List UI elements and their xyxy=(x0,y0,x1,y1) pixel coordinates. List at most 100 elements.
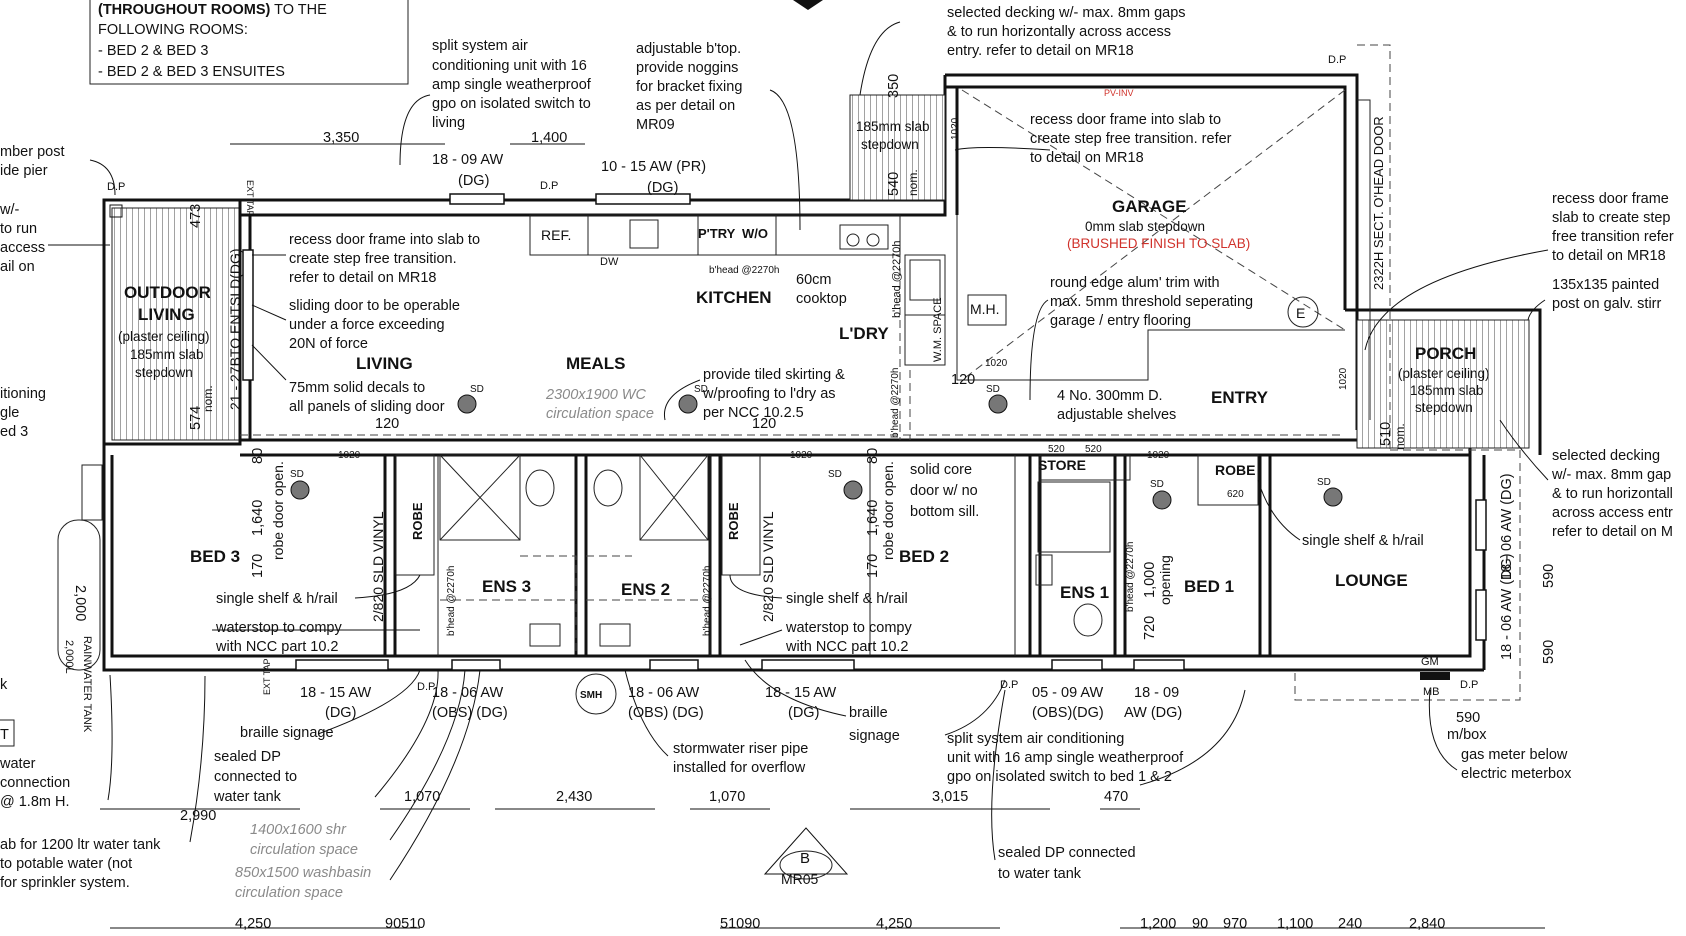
svg-text:unit with 16 amp single weathe: unit with 16 amp single weatherproof xyxy=(947,750,1184,766)
svg-text:itioning: itioning xyxy=(0,386,46,402)
window-top2: 10 - 15 AW (PR) xyxy=(601,159,706,175)
svg-text:850x1500 washbasin: 850x1500 washbasin xyxy=(235,865,371,881)
svg-text:473: 473 xyxy=(188,204,204,228)
svg-text:1020: 1020 xyxy=(790,450,813,461)
svg-text:SD: SD xyxy=(1150,479,1164,490)
room-lounge: LOUNGE xyxy=(1335,571,1408,590)
room-ens1: ENS 1 xyxy=(1060,583,1109,602)
svg-text:(plaster ceiling): (plaster ceiling) xyxy=(118,329,210,344)
smoke-detectors xyxy=(290,394,1343,510)
svg-text:nom.: nom. xyxy=(906,169,920,196)
svg-text:m/box: m/box xyxy=(1447,727,1487,743)
svg-text:per NCC 10.2.5: per NCC 10.2.5 xyxy=(703,405,804,421)
svg-text:20N of force: 20N of force xyxy=(289,336,368,352)
svg-text:robe door open.: robe door open. xyxy=(270,461,286,560)
svg-text:opening: opening xyxy=(1157,555,1173,605)
svg-text:cooktop: cooktop xyxy=(796,291,847,307)
svg-text:selected decking: selected decking xyxy=(1552,448,1660,464)
outdoor-deck xyxy=(111,207,241,441)
svg-text:create step free transition.: create step free transition. xyxy=(289,251,457,267)
svg-text:90510: 90510 xyxy=(385,916,425,932)
room-bed3: BED 3 xyxy=(190,547,240,566)
svg-text:170: 170 xyxy=(250,554,266,578)
svg-text:(THROUGHOUT ROOMS) TO THE: (THROUGHOUT ROOMS) TO THE xyxy=(98,2,327,18)
svg-text:to detail on MR18: to detail on MR18 xyxy=(1030,150,1144,166)
room-living: LIVING xyxy=(356,354,413,373)
svg-text:selected decking w/- max. 8mm: selected decking w/- max. 8mm gaps xyxy=(947,5,1186,21)
svg-text:access: access xyxy=(0,240,45,256)
svg-text:under a force exceeding: under a force exceeding xyxy=(289,317,445,333)
svg-text:& to run horizontall: & to run horizontall xyxy=(1552,486,1673,502)
svg-text:EXT TAP: EXT TAP xyxy=(245,180,255,217)
room-bed1: BED 1 xyxy=(1184,577,1234,596)
window-bot4: 18 - 15 AW xyxy=(765,685,837,701)
svg-text:b'head @2270h: b'head @2270h xyxy=(891,241,903,319)
svg-text:590: 590 xyxy=(1541,564,1557,588)
svg-text:split system air conditioning: split system air conditioning xyxy=(947,731,1124,747)
svg-text:single shelf & h/rail: single shelf & h/rail xyxy=(786,591,908,607)
svg-text:2,000: 2,000 xyxy=(72,585,88,621)
svg-text:D.P: D.P xyxy=(1460,679,1478,691)
svg-text:REF.: REF. xyxy=(541,227,571,243)
svg-text:for sprinkler system.: for sprinkler system. xyxy=(0,875,130,891)
svg-text:w/-: w/- xyxy=(0,202,20,218)
svg-text:@ 1.8m H.: @ 1.8m H. xyxy=(0,794,70,810)
nom-labels: nom. nom. nom. xyxy=(201,169,1407,450)
svg-text:refer to detail on MR18: refer to detail on MR18 xyxy=(289,270,437,286)
svg-text:2,430: 2,430 xyxy=(556,789,592,805)
right-edge-notes: recess door frame slab to create step fr… xyxy=(1551,191,1674,540)
svg-text:ROBE: ROBE xyxy=(410,502,425,540)
svg-text:garage / entry flooring: garage / entry flooring xyxy=(1050,313,1191,329)
svg-text:single shelf & h/rail: single shelf & h/rail xyxy=(1302,533,1424,549)
svg-text:ed 3: ed 3 xyxy=(0,424,28,440)
window-bot1: 18 - 15 AW xyxy=(300,685,372,701)
btop-note: adjustable b'top. provide noggins for br… xyxy=(636,41,742,133)
svg-text:create step free transition. r: create step free transition. refer xyxy=(1030,131,1232,147)
svg-text:& to run horizontally across a: & to run horizontally across access xyxy=(947,24,1171,40)
svg-text:185mm slab: 185mm slab xyxy=(1410,383,1484,398)
room-porch: PORCH xyxy=(1415,344,1476,363)
svg-text:D.P: D.P xyxy=(540,180,558,192)
svg-text:2,000L: 2,000L xyxy=(63,640,75,674)
svg-text:ide pier: ide pier xyxy=(0,163,48,179)
svg-text:1,000: 1,000 xyxy=(1142,562,1158,598)
svg-text:W/O: W/O xyxy=(742,226,768,241)
svg-text:D.P: D.P xyxy=(417,681,435,693)
svg-text:circulation space: circulation space xyxy=(235,885,343,901)
svg-text:signage: signage xyxy=(849,728,900,744)
svg-text:ail on: ail on xyxy=(0,259,35,275)
svg-text:b'head @2270h: b'head @2270h xyxy=(1125,542,1136,612)
svg-text:W.M. SPACE: W.M. SPACE xyxy=(932,297,944,362)
svg-text:STORE: STORE xyxy=(1038,457,1086,473)
svg-text:120: 120 xyxy=(752,416,776,432)
svg-text:solid core: solid core xyxy=(910,462,972,478)
svg-text:470: 470 xyxy=(1104,789,1128,805)
window-right2: 18 - 06 AW (DG) xyxy=(1499,553,1515,660)
svg-text:(plaster ceiling): (plaster ceiling) xyxy=(1398,366,1490,381)
svg-text:120: 120 xyxy=(375,416,399,432)
svg-text:PV-INV: PV-INV xyxy=(1104,88,1134,98)
svg-text:stormwater riser pipe: stormwater riser pipe xyxy=(673,741,808,757)
svg-text:2322H SECT. O'HEAD DOOR: 2322H SECT. O'HEAD DOOR xyxy=(1371,116,1386,290)
svg-text:D.P: D.P xyxy=(107,181,125,193)
svg-text:max. 5mm threshold seperating: max. 5mm threshold seperating xyxy=(1050,294,1253,310)
svg-text:waterstop to compy: waterstop to compy xyxy=(785,620,912,636)
svg-text:135x135 painted: 135x135 painted xyxy=(1552,277,1659,293)
svg-text:620: 620 xyxy=(1227,489,1244,500)
svg-text:4,250: 4,250 xyxy=(876,916,912,932)
room-labels: OUTDOOR LIVING LIVING MEALS KITCHEN L'DR… xyxy=(124,197,1476,602)
svg-text:1020: 1020 xyxy=(985,358,1008,369)
svg-text:w/proofing to l'dry as: w/proofing to l'dry as xyxy=(702,386,836,402)
svg-text:to water tank: to water tank xyxy=(998,866,1082,882)
rotated-labels: 2/820 SLD VINYL 2/820 SLD VINYL 21 - 27B… xyxy=(63,116,1386,733)
svg-text:b'head @2270h: b'head @2270h xyxy=(446,566,457,636)
svg-text:540: 540 xyxy=(886,172,902,196)
window-top1: 18 - 09 AW xyxy=(432,152,504,168)
svg-text:2,990: 2,990 xyxy=(180,808,216,824)
svg-text:1,400: 1,400 xyxy=(531,130,567,146)
svg-text:stepdown: stepdown xyxy=(861,137,919,152)
svg-text:AW (DG): AW (DG) xyxy=(1124,705,1182,721)
svg-text:sealed DP: sealed DP xyxy=(214,749,281,765)
svg-text:as per detail on: as per detail on xyxy=(636,98,735,114)
svg-text:sealed DP connected: sealed DP connected xyxy=(998,845,1136,861)
